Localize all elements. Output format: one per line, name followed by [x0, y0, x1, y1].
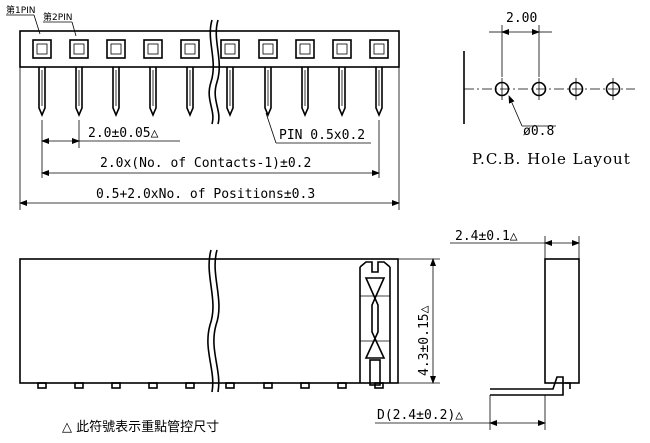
contact-window-inner: [336, 43, 348, 55]
depth-value: D(2.4±0.2)△: [377, 408, 463, 423]
pin-tail: [264, 67, 272, 118]
pin-tail: [75, 67, 83, 118]
pin-foot: [225, 382, 235, 389]
pitch-dimension: 2.0±0.05△: [41, 120, 180, 178]
contact-window-inner: [184, 43, 196, 55]
footnote: △ 此符號表示重點管控尺寸: [62, 419, 219, 435]
end-view: [490, 258, 580, 396]
contact-window: [180, 39, 200, 59]
side-view: [19, 249, 399, 393]
pin-tail: [149, 67, 157, 118]
header-body: [19, 30, 400, 68]
pin-tail: [112, 67, 120, 118]
break-line-left: [208, 19, 215, 125]
side-break-right: [213, 249, 220, 393]
front-view: [19, 19, 400, 125]
pin-foot: [148, 382, 158, 389]
pin-tail: [375, 67, 383, 118]
pin-foot: [111, 382, 121, 389]
pin1-label: 第1PIN: [6, 4, 36, 16]
contact-window-inner: [36, 43, 48, 55]
contacts-dimension: 2.0x(No. of Contacts-1)±0.2: [41, 120, 380, 178]
contact-windows: [32, 39, 389, 59]
contact-window: [143, 39, 163, 59]
pin-foot: [185, 382, 195, 389]
contact-window-inner: [147, 43, 159, 55]
contact-window: [106, 39, 126, 59]
pin-tail: [38, 67, 46, 118]
pin-size-value: PIN 0.5x0.2: [279, 128, 365, 143]
depth-dimension: D(2.4±0.2)△: [375, 395, 546, 430]
contact-window-inner: [224, 43, 236, 55]
positions-dimension: 0.5+2.0xNo. of Positions±0.3: [19, 67, 400, 210]
contact-window-inner: [373, 43, 385, 55]
contact-window-inner: [299, 43, 311, 55]
pin-tail: [226, 67, 234, 118]
side-width-value: 2.4±0.1△: [455, 229, 518, 244]
pitch-value: 2.0±0.05△: [88, 126, 159, 141]
contact-window: [369, 39, 389, 59]
contact-window: [332, 39, 352, 59]
side-width-dimension: 2.4±0.1△: [450, 229, 580, 259]
pin-foot: [300, 382, 310, 389]
pcb-hole-layout: 2.00 ø0.8 P.C.B. Hole Layout: [463, 11, 635, 168]
pins: [38, 67, 383, 118]
height-dimension: 4.3±0.15△: [398, 258, 440, 384]
pin-foot: [74, 382, 84, 389]
end-pin: [490, 376, 564, 396]
pin-size-callout: PIN 0.5x0.2: [265, 112, 371, 144]
pin-foot: [263, 382, 273, 389]
pcb-title: P.C.B. Hole Layout: [472, 150, 631, 168]
contact-window: [32, 39, 52, 59]
contact-spring: [364, 277, 386, 359]
break-line-right: [214, 19, 221, 125]
contacts-value: 2.0x(No. of Contacts-1)±0.2: [100, 156, 311, 171]
pin-tail: [338, 67, 346, 118]
pin-tail: [301, 67, 309, 118]
pin2-label: 第2PIN: [43, 11, 73, 23]
end-body: [544, 258, 580, 384]
pin-foot: [37, 382, 47, 389]
pin-tail: [186, 67, 194, 118]
height-value: 4.3±0.15△: [417, 305, 432, 376]
positions-value: 0.5+2.0xNo. of Positions±0.3: [96, 187, 315, 202]
side-break-left: [207, 249, 214, 393]
pin-foot: [337, 382, 347, 389]
contact-slot: [359, 267, 391, 383]
contact-window-inner: [262, 43, 274, 55]
pcb-pitch-value: 2.00: [506, 11, 537, 26]
contact-window: [69, 39, 89, 59]
contact-window-inner: [110, 43, 122, 55]
contact-window: [220, 39, 240, 59]
pcb-hole-value: ø0.8: [523, 124, 554, 139]
contact-window: [295, 39, 315, 59]
contact-window: [258, 39, 278, 59]
contact-window-inner: [73, 43, 85, 55]
side-body: [19, 258, 399, 384]
